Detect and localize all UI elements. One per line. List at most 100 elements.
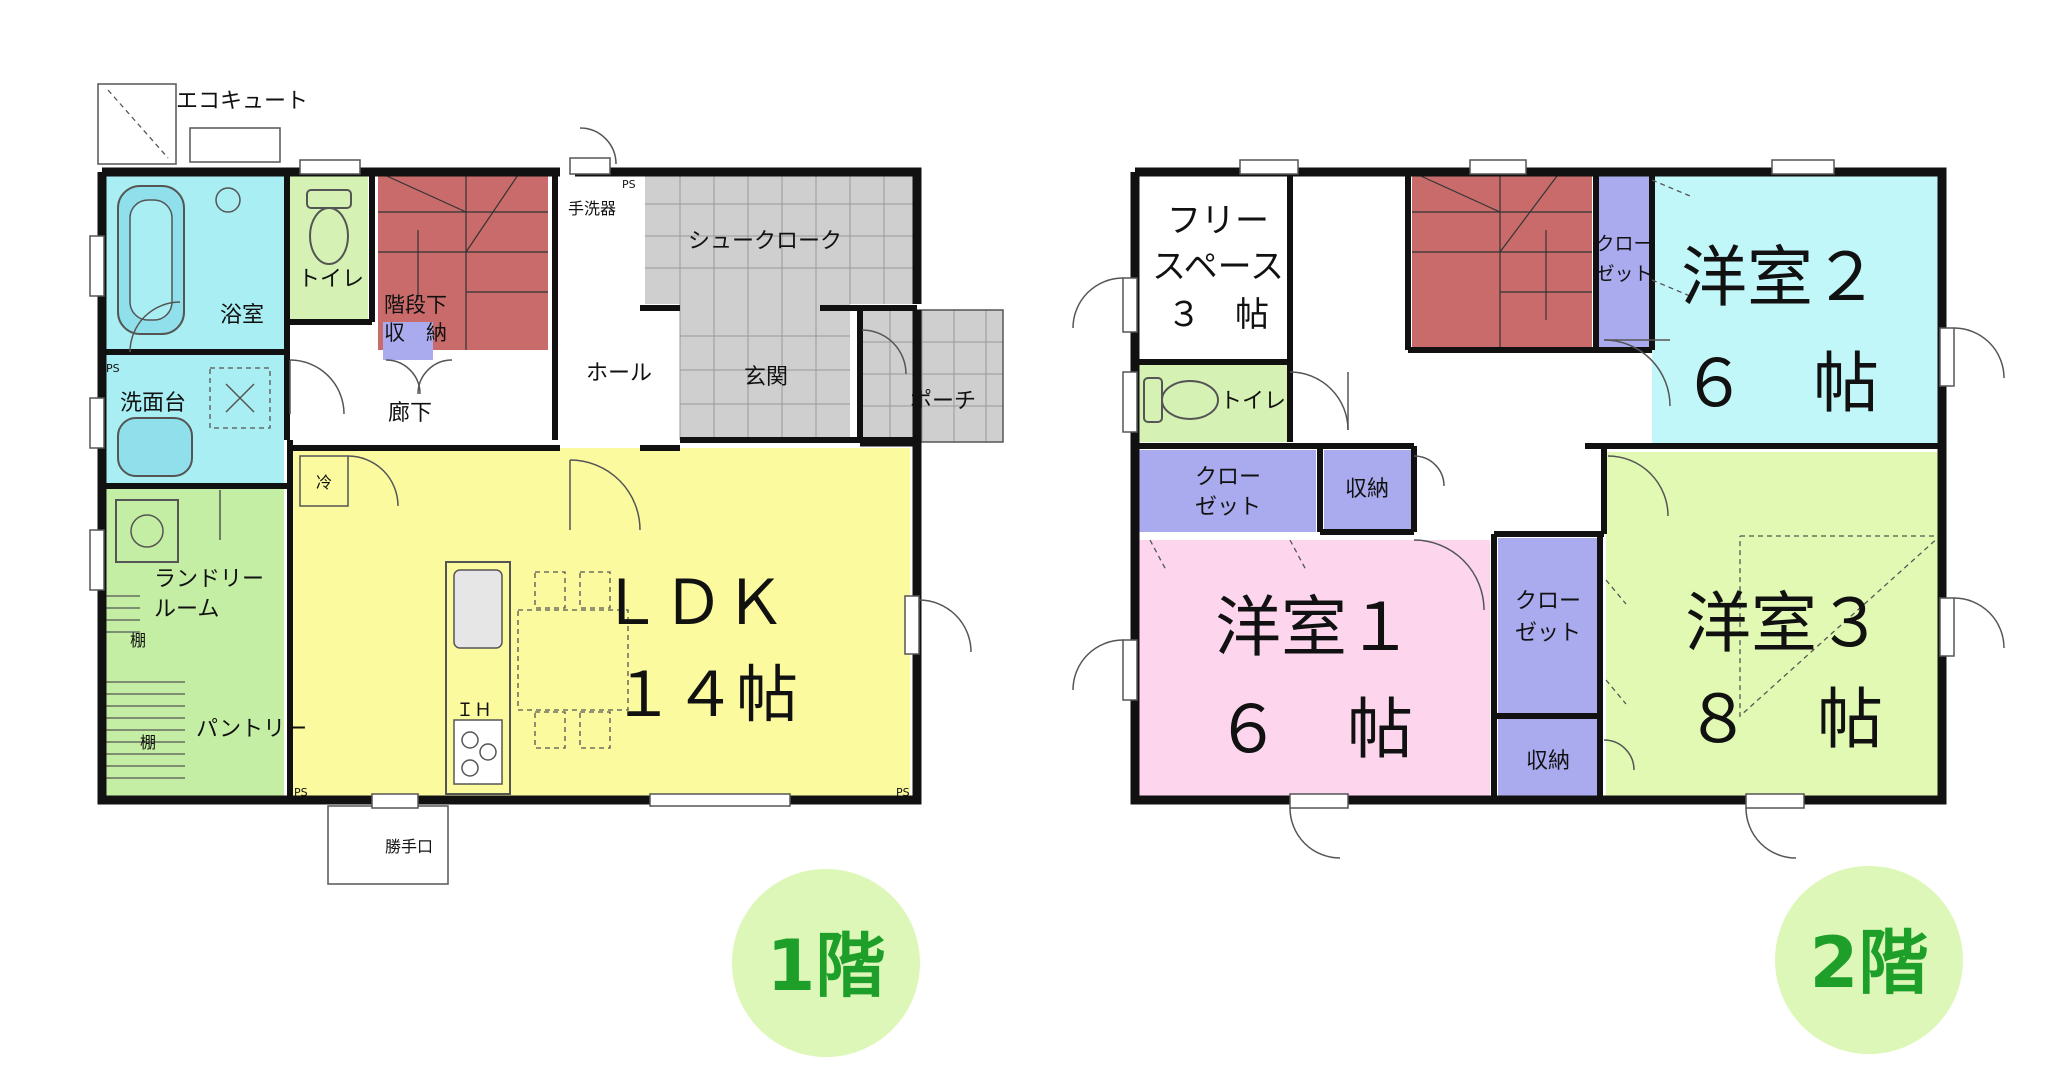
closet-b-label-2: ゼット xyxy=(1595,263,1652,285)
storage-b-area xyxy=(1498,718,1600,800)
room-3-label: 洋室３ xyxy=(1685,585,1883,662)
window-ldk-east xyxy=(904,595,920,655)
room-3-layout-guide xyxy=(1739,535,1942,718)
hand-wash-label: 手洗器 xyxy=(568,199,616,218)
pantry-shelf-area xyxy=(104,668,284,798)
porch-area xyxy=(858,310,1003,442)
floor-2-plan: フリー スペース ３ 帖 トイレ クロー ゼット 収納 クロー ゼット 洋室２ … xyxy=(1072,159,2005,1054)
floor-1-badge xyxy=(732,869,920,1057)
window-room-3-east xyxy=(1939,597,1955,657)
ih-stove-icon xyxy=(453,719,503,785)
room-2-label: 洋室２ xyxy=(1681,239,1879,316)
window-laundry xyxy=(89,529,105,591)
under-stair-label-1: 階段下 xyxy=(384,293,447,317)
free-space-size-label: ３ 帖 xyxy=(1167,295,1269,335)
washing-machine-icon xyxy=(115,499,179,563)
shower-icon xyxy=(215,187,241,213)
window-bath xyxy=(89,235,105,297)
ps-label-d: PS xyxy=(622,178,636,191)
floor-2-inner-walls xyxy=(1138,172,1942,800)
window-stair-2 xyxy=(1469,159,1527,175)
staircase-1 xyxy=(378,172,548,350)
floor-2-outer-wall xyxy=(1130,167,1947,805)
under-stair-storage-area xyxy=(383,322,433,360)
shelves-lines xyxy=(104,595,185,779)
closet-c-label-2: ゼット xyxy=(1515,621,1581,646)
floor-2-badge xyxy=(1775,866,1963,1054)
floor-1-plan: エコキュート 浴室 トイレ 階段下 収 納 手洗器 シュークローク 洗面台 廊下… xyxy=(89,83,1004,1057)
window-room-1-west xyxy=(1122,639,1138,701)
shelf-label-b: 棚 xyxy=(140,733,156,752)
laundry-label-2: ルーム xyxy=(154,597,219,622)
storage-a-label: 収納 xyxy=(1345,477,1389,502)
room-2-size-label: ６ 帖 xyxy=(1681,345,1879,422)
corridor-label: 廊下 xyxy=(388,401,432,426)
window-free-space-west xyxy=(1122,277,1138,333)
window-room-2-east xyxy=(1939,327,1955,387)
toilet-1-label: トイレ xyxy=(298,267,364,292)
free-space-label-2: スペース xyxy=(1152,247,1284,287)
room-3-area xyxy=(1606,452,1942,800)
room-1-size-label: ６ 帖 xyxy=(1215,691,1413,768)
free-space-label-1: フリー xyxy=(1167,201,1269,241)
hall-label: ホール xyxy=(586,361,652,386)
closet-a-label-2: ゼット xyxy=(1195,495,1261,520)
closet-a-area xyxy=(1138,450,1316,532)
floor-2-badge-text: 2階 xyxy=(1810,922,1929,1004)
free-space-area xyxy=(1135,172,1400,360)
toilet-2-icon xyxy=(1143,377,1163,423)
staircase-2-lines xyxy=(1411,171,1592,350)
floor-1-badge-text: 1階 xyxy=(767,925,886,1007)
closet-b-area xyxy=(1598,172,1650,350)
ps-label-a: PS xyxy=(106,362,120,375)
closet-door-marks xyxy=(1149,179,1691,705)
window-ldk-south xyxy=(649,793,791,807)
floor-1-doors xyxy=(129,127,972,653)
storage-a-area xyxy=(1324,450,1414,532)
window-room-2-north xyxy=(1771,159,1835,175)
room-2-area xyxy=(1652,172,1942,444)
ih-label: ＩＨ xyxy=(456,700,492,721)
eco-cute-unit xyxy=(97,83,177,165)
shoe-cloak-area xyxy=(645,172,917,304)
window-free-space xyxy=(1239,159,1299,175)
fridge-label: 冷 xyxy=(316,473,332,492)
room-1-label: 洋室１ xyxy=(1215,589,1413,666)
window-toilet-1 xyxy=(299,159,361,175)
closet-a-label-1: クロー xyxy=(1195,465,1261,490)
shoe-cloak-label: シュークローク xyxy=(688,229,842,254)
entrance-label: 玄関 xyxy=(744,365,788,390)
room-1-area xyxy=(1138,540,1490,800)
staircase-2 xyxy=(1412,172,1592,350)
closet-c-label-1: クロー xyxy=(1515,589,1581,614)
eco-cute-tank xyxy=(189,127,281,163)
washbasin-icon xyxy=(117,417,193,477)
washroom-label: 洗面台 xyxy=(120,391,186,416)
window-washroom xyxy=(89,397,105,449)
ps-label-b: PS xyxy=(294,786,308,799)
entrance-area xyxy=(680,304,850,440)
under-stair-label-2: 収 納 xyxy=(384,321,447,345)
ldk-area xyxy=(290,448,910,800)
toilet-1-icon xyxy=(306,189,352,209)
window-room-3-south xyxy=(1745,793,1805,809)
ldk-size-label: １４帖 xyxy=(612,658,798,731)
eco-cute-label: エコキュート xyxy=(176,89,308,114)
bath-label: 浴室 xyxy=(220,303,264,328)
kitchen-sink-icon xyxy=(453,569,503,649)
shelf-label-a: 棚 xyxy=(130,631,146,650)
floor-1-inner-walls xyxy=(102,172,917,800)
back-door-label: 勝手口 xyxy=(385,837,433,856)
laundry-label-1: ランドリー xyxy=(154,567,264,592)
closet-c-area xyxy=(1498,538,1600,716)
staircase-1-lines xyxy=(377,171,548,350)
window-room-1-south xyxy=(1289,793,1349,809)
fridge-icon xyxy=(299,455,349,507)
ldk-label: ＬＤＫ xyxy=(600,566,786,639)
storage-b-label: 収納 xyxy=(1526,749,1570,774)
room-3-size-label: ８ 帖 xyxy=(1685,681,1883,758)
dining-table xyxy=(517,609,629,711)
window-toilet-2 xyxy=(1122,371,1138,433)
porch-label: ポーチ xyxy=(910,389,976,414)
